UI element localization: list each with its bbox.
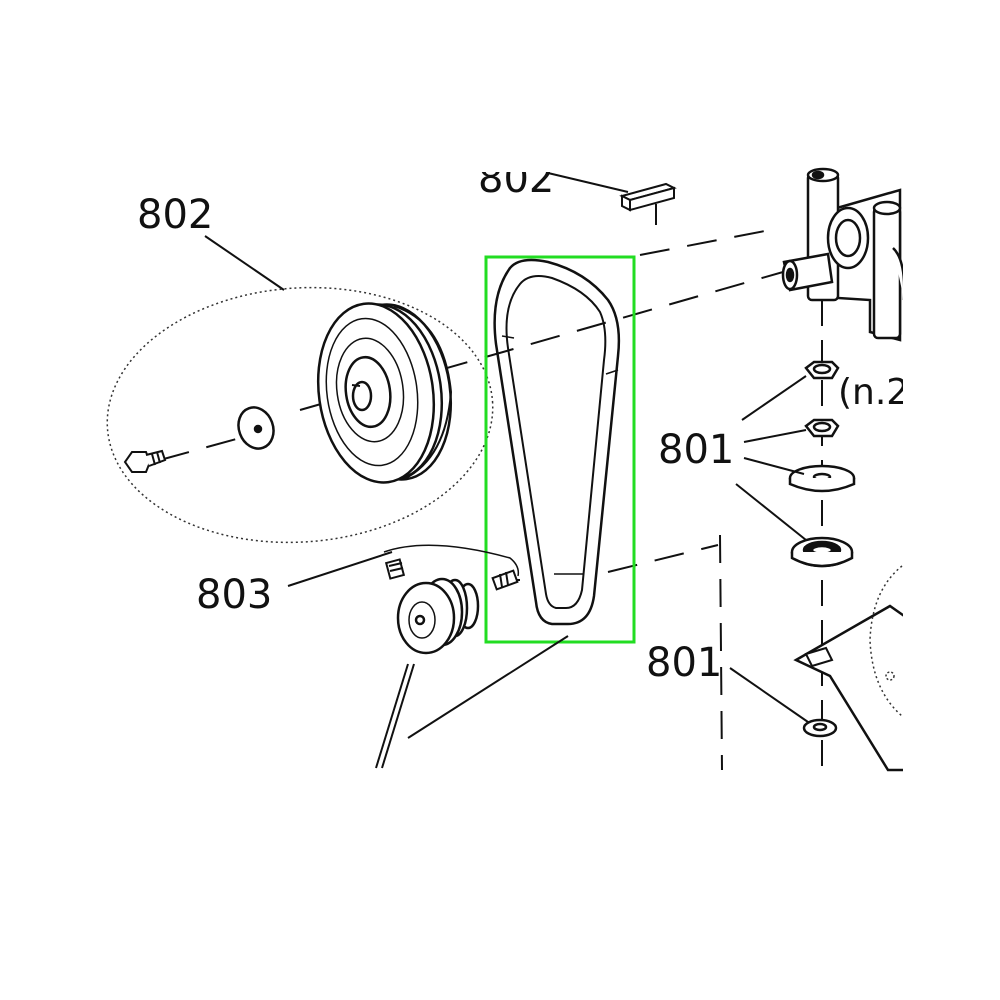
mounting-plate (793, 604, 903, 772)
gearbox-housing (781, 167, 903, 342)
quantity-note: (n.2 (838, 372, 909, 413)
plate-hole (885, 671, 895, 681)
motor-pulley-callout-lines (375, 663, 415, 769)
top-leader-line (547, 172, 629, 193)
set-screw-right (491, 569, 519, 591)
drive-belt (493, 258, 621, 626)
bottom-washer-part-number: 801 (646, 640, 722, 686)
top-part-number: 802 (478, 156, 554, 202)
key-part (619, 182, 677, 212)
center-lines (159, 229, 791, 581)
bottom-washer-leader (729, 667, 809, 723)
hex-nut-lower (804, 418, 840, 438)
washer-part-number: 801 (658, 427, 734, 473)
bearing (790, 536, 854, 568)
pulley-part-number: 802 (137, 192, 213, 238)
bottom-washer (802, 718, 838, 738)
set-screw-upper (384, 558, 406, 580)
flat-washer (237, 406, 275, 450)
vertical-axis-line (719, 534, 723, 771)
washer-leader-lines (735, 375, 807, 541)
motor-pulley-leader (287, 551, 393, 587)
large-pulley (316, 302, 453, 484)
hex-nut-upper (804, 360, 840, 380)
large-washer (788, 464, 856, 493)
set-screw-bracket (383, 544, 520, 577)
motor-pulley (396, 577, 480, 655)
pulley-group-outline (106, 286, 494, 544)
motor-pulley-part-number: 803 (196, 572, 272, 618)
pulley-leader-line (204, 235, 285, 291)
pulley-bolt (123, 449, 167, 473)
belt-leader-line (407, 635, 569, 739)
